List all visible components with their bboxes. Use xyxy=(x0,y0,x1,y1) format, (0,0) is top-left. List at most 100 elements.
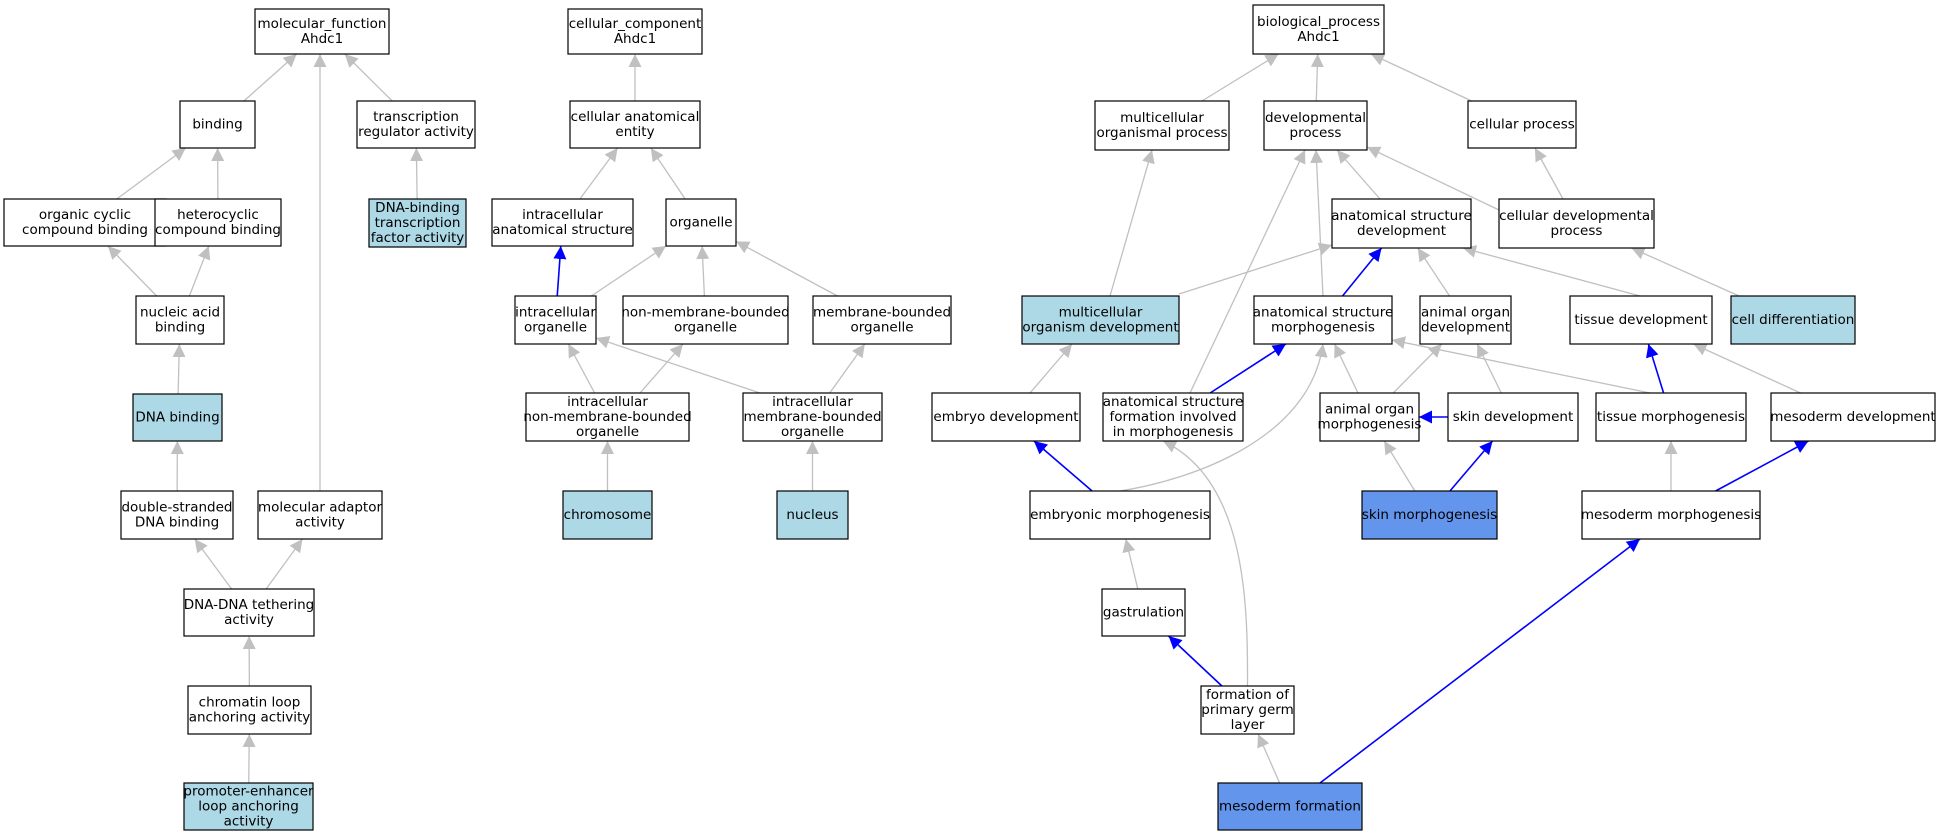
edge-ddta-to-maa xyxy=(265,538,304,590)
node-box xyxy=(525,392,690,442)
node-label-line: activity xyxy=(224,612,274,628)
node-label-line: animal organ xyxy=(1325,402,1414,418)
node-box xyxy=(1217,782,1363,831)
edge-asfim-to-asm xyxy=(1209,343,1287,394)
edge-ed-to-mod xyxy=(1029,343,1073,394)
edge-tm-to-td xyxy=(1646,343,1665,394)
node-box xyxy=(1581,490,1761,540)
node-label-line: in morphogenesis xyxy=(1113,424,1234,440)
edge-ocb-to-binding xyxy=(116,147,187,200)
node-box xyxy=(179,100,256,149)
node-label-line: double-stranded xyxy=(121,500,232,516)
go-term-node-dnab[interactable]: DNA binding xyxy=(132,393,223,442)
node-label-line: anchoring activity xyxy=(189,710,311,726)
edge-imbo-to-mbo xyxy=(829,343,866,394)
go-term-node-mf[interactable]: mesoderm formation xyxy=(1217,782,1363,831)
node-label-line: organic cyclic xyxy=(39,207,131,223)
node-label-line: regulator activity xyxy=(358,124,474,140)
edge-fpgl-to-gast xyxy=(1168,635,1223,687)
go-term-node-mm[interactable]: mesoderm morphogenesis xyxy=(1581,490,1761,540)
node-label-line: molecular adaptor xyxy=(258,500,383,516)
node-label-line: entity xyxy=(615,124,654,140)
go-term-node-sm[interactable]: skin morphogenesis xyxy=(1361,490,1498,540)
go-term-node-binding[interactable]: binding xyxy=(179,100,256,149)
node-box xyxy=(1021,295,1180,345)
node-label-line: mesoderm formation xyxy=(1219,799,1361,815)
node-label-line: morphogenesis xyxy=(1318,417,1422,433)
node-label-line: anatomical structure xyxy=(1331,208,1472,224)
node-label-line: activity xyxy=(295,515,345,531)
go-term-node-cp[interactable]: cellular process xyxy=(1467,100,1577,149)
node-label-line: organelle xyxy=(781,424,844,440)
node-label-line: non-membrane-bounded xyxy=(523,409,691,425)
go-term-node-ed[interactable]: embryo development xyxy=(931,392,1081,442)
node-label-line: organelle xyxy=(524,320,587,336)
node-box xyxy=(665,198,737,247)
node-label-line: process xyxy=(1551,223,1603,239)
node-label-line: nucleus xyxy=(786,507,838,523)
edge-mf-to-mm xyxy=(1319,538,1641,784)
node-label-line: DNA-DNA tethering xyxy=(184,597,315,613)
go-term-node-gast[interactable]: gastrulation xyxy=(1101,588,1186,637)
node-label-line: development xyxy=(1421,320,1510,336)
node-label-line: primary germ xyxy=(1201,702,1293,718)
go-term-node-inmbo[interactable]: intracellularnon-membrane-boundedorganel… xyxy=(523,392,692,442)
node-box xyxy=(514,295,597,345)
go-term-node-td[interactable]: tissue development xyxy=(1569,295,1713,345)
edge-gast-to-em xyxy=(1122,538,1139,590)
edge-mm-to-md xyxy=(1715,440,1809,492)
edge-mod-to-asd xyxy=(1178,242,1333,295)
go-term-node-nuc[interactable]: nucleus xyxy=(776,490,849,540)
go-term-node-tm[interactable]: tissue morphogenesis xyxy=(1595,392,1747,442)
go-term-node-org[interactable]: organelle xyxy=(665,198,737,247)
go-term-node-md[interactable]: mesoderm development xyxy=(1770,392,1936,442)
node-label-line: organism development xyxy=(1022,320,1178,336)
node-label-line: cellular process xyxy=(1469,117,1575,133)
node-label-line: embryonic morphogenesis xyxy=(1030,507,1210,523)
node-box xyxy=(3,198,167,247)
go-term-node-celldiff[interactable]: cell differentiation xyxy=(1730,295,1856,345)
go-term-node-em[interactable]: embryonic morphogenesis xyxy=(1029,490,1211,540)
node-box xyxy=(931,392,1081,442)
node-label-line: tissue development xyxy=(1574,312,1707,328)
node-label-line: skin morphogenesis xyxy=(1362,507,1497,523)
edge-celldiff-to-cdp xyxy=(1631,247,1740,297)
node-label-line: non-membrane-bounded xyxy=(621,305,789,321)
node-label-line: organelle xyxy=(669,215,732,231)
node-label-line: skin development xyxy=(1453,409,1574,425)
go-term-node-chrom[interactable]: chromosome xyxy=(562,490,653,540)
node-box xyxy=(1447,392,1579,442)
go-term-node-sd[interactable]: skin development xyxy=(1447,392,1579,442)
node-box xyxy=(1252,4,1385,55)
